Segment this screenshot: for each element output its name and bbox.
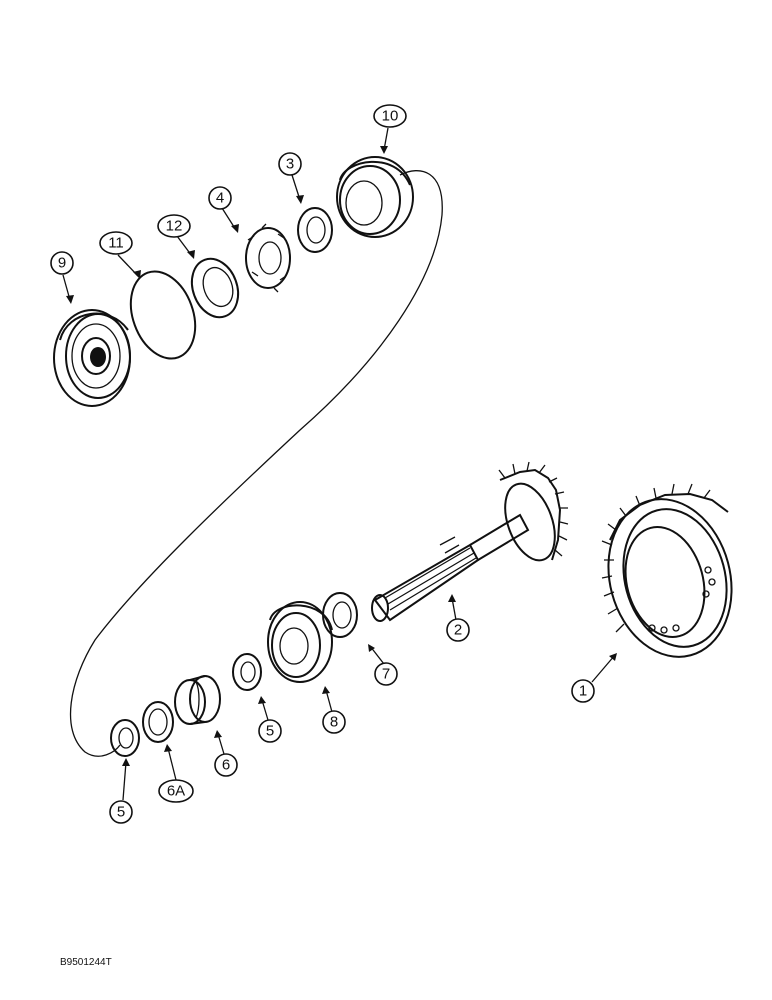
callout-5-right: 5: [258, 719, 282, 743]
svg-text:4: 4: [216, 190, 224, 207]
part-3-washer: [297, 207, 333, 253]
part-8-bearing: [267, 601, 333, 683]
callout-8: 8: [322, 710, 346, 734]
callout-7: 7: [374, 662, 398, 686]
callout-1: 1: [571, 679, 595, 703]
callout-6a: 6A: [158, 779, 194, 803]
svg-text:11: 11: [108, 235, 124, 252]
svg-text:1: 1: [579, 683, 587, 700]
part-5-washer-left: [110, 719, 140, 757]
svg-text:2: 2: [454, 622, 462, 639]
part-1-ring-gear: [601, 483, 733, 658]
svg-text:6A: 6A: [167, 783, 185, 800]
callout-11: 11: [99, 231, 133, 255]
svg-text:5: 5: [266, 723, 274, 740]
drawing-code: B9501244T: [60, 957, 112, 968]
callout-5-left: 5: [109, 800, 133, 824]
part-12-seal-ring: [190, 257, 240, 319]
part-2-pinion-shaft: [371, 461, 569, 622]
svg-text:3: 3: [286, 156, 294, 173]
callout-6: 6: [214, 753, 238, 777]
svg-text:6: 6: [222, 757, 230, 774]
part-5-washer-right: [232, 653, 262, 691]
callout-3: 3: [278, 152, 302, 176]
svg-text:8: 8: [330, 714, 338, 731]
part-4-castle-nut: [245, 223, 291, 293]
leader-lines: [62, 127, 617, 801]
callout-9: 9: [50, 251, 74, 275]
part-7-washer: [322, 592, 358, 638]
part-9-bearing-housing: [53, 309, 131, 407]
part-6a-shim: [142, 701, 174, 743]
svg-text:5: 5: [117, 804, 125, 821]
callout-4: 4: [208, 186, 232, 210]
part-6-spacer: [174, 675, 221, 725]
svg-text:10: 10: [382, 108, 399, 125]
svg-text:7: 7: [382, 666, 390, 683]
assembly-loop-line: [69, 170, 443, 757]
svg-text:9: 9: [58, 255, 66, 272]
part-11-o-ring: [129, 270, 197, 360]
callout-10: 10: [373, 104, 407, 128]
callout-12: 12: [157, 214, 191, 238]
callout-2: 2: [446, 618, 470, 642]
svg-text:12: 12: [166, 218, 183, 235]
part-10-bearing-cup: [336, 156, 414, 238]
